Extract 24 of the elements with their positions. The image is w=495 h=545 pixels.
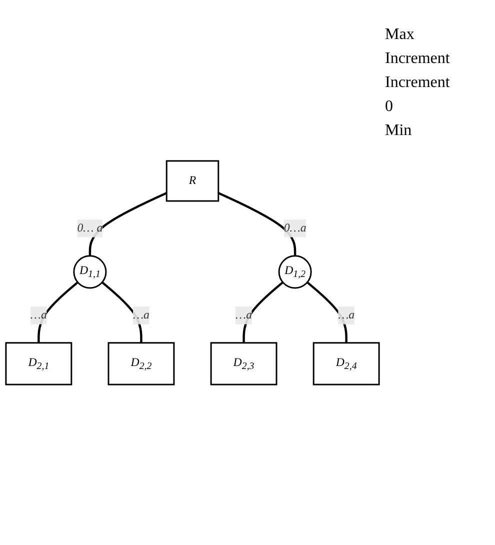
edge-label: …a — [236, 308, 252, 322]
node-box: D$_{2,3}$ — [210, 342, 278, 386]
edge-label: …a — [132, 308, 150, 322]
text-label: Max — [385, 26, 416, 44]
edge-label: …a — [30, 308, 47, 322]
node-box: D$_{2,4}$ — [312, 342, 380, 386]
edge-label: 0…a — [284, 222, 306, 234]
connector — [242, 281, 284, 343]
text-label: 0 — [385, 98, 394, 116]
connector — [306, 281, 348, 343]
text-label: Min — [385, 122, 413, 140]
connector — [218, 192, 296, 256]
node-box: R — [166, 160, 220, 202]
text-label: Increment — [385, 50, 451, 68]
node-box: D$_{2,1}$ — [5, 342, 72, 386]
node-circle: D$_{1,2}$ — [278, 254, 312, 288]
edge-label: 0… a — [77, 222, 103, 234]
connector — [101, 281, 142, 343]
text-label: Increment — [385, 74, 451, 92]
connector — [88, 192, 168, 256]
node-box: D$_{2,2}$ — [108, 342, 175, 386]
edge-label: …a — [338, 308, 355, 322]
connector — [38, 281, 78, 343]
node-circle: D$_{1,1}$ — [73, 254, 107, 288]
